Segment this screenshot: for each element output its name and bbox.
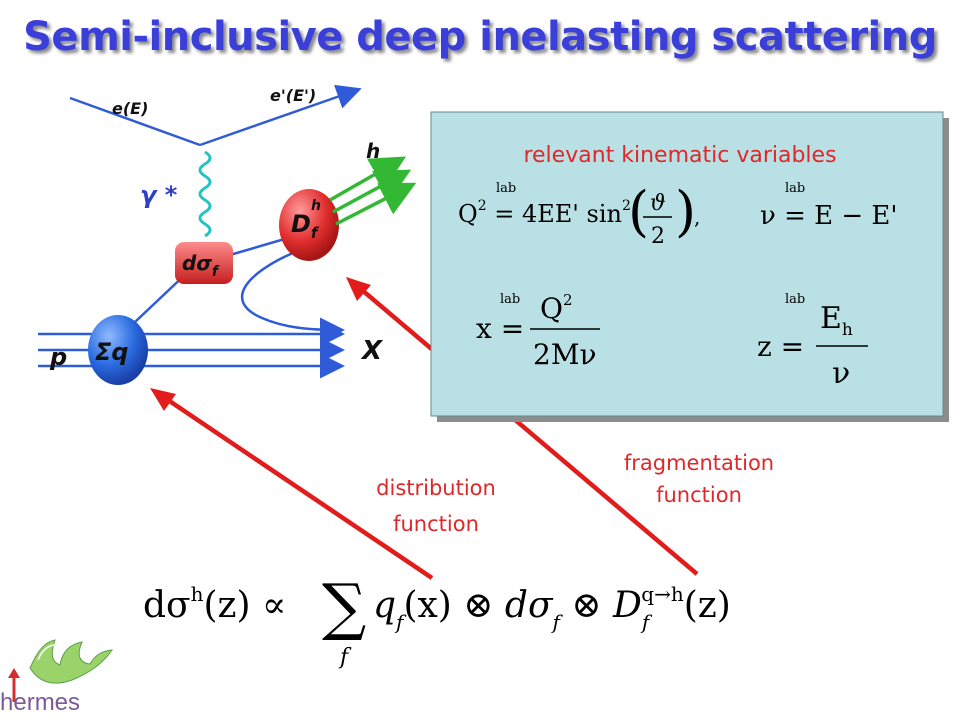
- proton-label: p: [49, 343, 67, 371]
- distribution-pointer-head: [150, 388, 176, 411]
- incoming-electron-label: e(E): [112, 99, 148, 118]
- svg-text:ν: ν: [832, 356, 850, 391]
- kinematics-panel: relevant kinematic variables lab Q2 = 4E…: [430, 111, 949, 422]
- slide-title: Semi-inclusive deep inelasting scatterin…: [23, 14, 937, 60]
- outgoing-electron-label: e'(E'): [270, 86, 316, 105]
- fragmentation-pointer-arrow: [360, 288, 699, 576]
- svg-text:Eh: Eh: [820, 301, 853, 340]
- hadron-arrow-1: [329, 156, 407, 202]
- hard-process-box: [175, 242, 233, 284]
- svg-text:x =: x =: [476, 312, 524, 345]
- logo-wing-icon: [29, 639, 114, 684]
- virtual-photon: [198, 150, 212, 238]
- svg-text:,: ,: [694, 205, 700, 229]
- q2-rhs: 4EE' sin: [522, 200, 622, 228]
- fragmentation-blob-sup: h: [311, 198, 321, 214]
- factorization-formula: dσh(z) ∝ ∑ f qf(x) ⊗ dσf ⊗ Dfq→h(z): [143, 570, 731, 670]
- svg-text:Q2: Q2: [540, 291, 573, 325]
- svg-text:dσh(z) ∝: dσh(z) ∝: [143, 582, 286, 626]
- q2-theta: ϑ: [650, 191, 666, 216]
- formula-lhs: dσ: [143, 585, 191, 626]
- formula-sum-index: f: [338, 645, 352, 670]
- fragmentation-blob: [279, 189, 339, 261]
- svg-text:z =: z =: [757, 330, 804, 363]
- pointer-arrows: [150, 277, 699, 580]
- struck-quark-line: [229, 236, 289, 257]
- nu-formula: lab ν = E − E': [760, 181, 898, 231]
- fragmentation-label-line2: function: [656, 483, 742, 507]
- q2-formula: lab Q2 = 4EE' sin2 ( ϑ 2 ) ,: [458, 180, 700, 249]
- remnant-label: X: [360, 336, 384, 366]
- hermes-logo: hermes: [0, 639, 114, 716]
- fragmentation-label-line1: fragmentation: [624, 451, 774, 475]
- q2-lab-tag: lab: [496, 181, 516, 196]
- sidis-diagram: e(E) e'(E') γ * p X Σq dσf Df h h: [38, 84, 417, 385]
- x-formula: lab x = Q2 2Mν: [476, 291, 600, 371]
- outgoing-electron-line: [199, 84, 362, 147]
- incoming-electron-line: [69, 96, 201, 147]
- fragmentation-blob-label: Df: [291, 210, 320, 242]
- distribution-label-line2: function: [393, 512, 479, 536]
- remnant-curve: [240, 248, 345, 343]
- logo-text: hermes: [0, 689, 80, 716]
- svg-text:Q2 = 4EE' sin2: Q2 = 4EE' sin2: [458, 198, 631, 228]
- svg-text:2Mν: 2Mν: [533, 338, 597, 371]
- hadron-arrow-2: [332, 169, 412, 214]
- svg-text:): ): [675, 180, 696, 243]
- fragmentation-pointer-head: [346, 277, 371, 301]
- svg-text:ν = E − E': ν = E − E': [760, 201, 898, 231]
- svg-text:lab: lab: [785, 292, 805, 307]
- svg-text:qf(x) ⊗ dσf ⊗ Dfq→h(z): qf(x) ⊗ dσf ⊗ Dfq→h(z): [373, 582, 731, 634]
- panel-box: [430, 111, 944, 417]
- q2-theta-den: 2: [651, 224, 665, 249]
- q2-lhs: Q: [458, 200, 478, 228]
- svg-text:(: (: [628, 180, 649, 243]
- z-formula: lab z = Eh ν: [757, 292, 868, 391]
- hard-process-label: dσf: [182, 251, 220, 280]
- hadron-label: h: [366, 139, 380, 163]
- svg-text:lab: lab: [785, 181, 805, 196]
- svg-text:lab: lab: [500, 292, 520, 307]
- distribution-pointer-arrow: [166, 398, 434, 580]
- distribution-blob: [88, 315, 148, 385]
- panel-heading: relevant kinematic variables: [523, 143, 836, 168]
- distribution-blob-label: Σq: [95, 338, 129, 366]
- distribution-label-line1: distribution: [376, 476, 496, 500]
- hadron-arrow-3: [335, 182, 417, 226]
- photon-label: γ *: [140, 181, 178, 209]
- formula-sum: ∑: [322, 570, 366, 643]
